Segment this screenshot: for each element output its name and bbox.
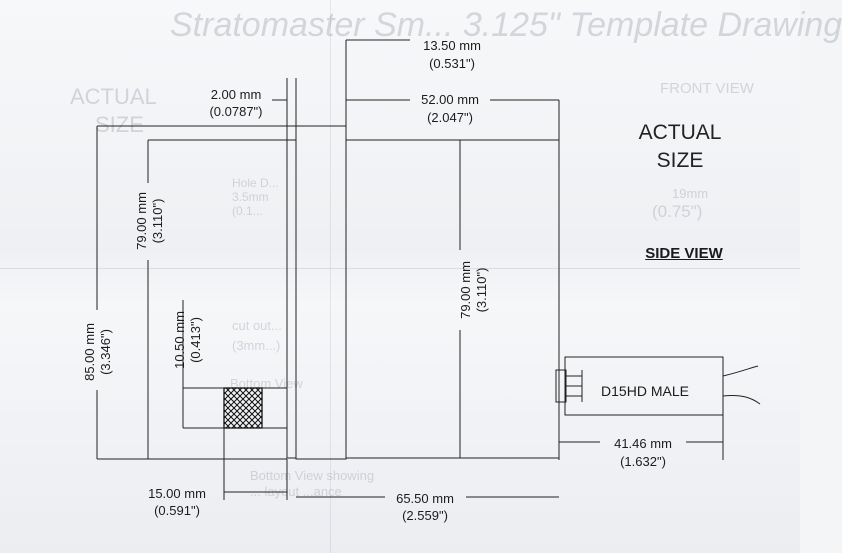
ghost-bottom-2: Bottom View showing [250,468,375,483]
side-view-drawing [96,39,761,500]
ghost-cut-2: (3mm...) [232,338,281,353]
ghost-075in: (0.75") [652,202,703,221]
connector-outline [564,356,724,416]
bezel-outline [295,125,347,460]
dim-65-50-in: (2.559") [402,508,448,523]
ghost-front-view: FRONT VIEW [660,80,754,97]
dim-2-00-in: (0.0787") [209,104,263,119]
dim-79-left-mm: 79.00 mm [134,192,149,250]
dim-13-50-mm: 13.50 mm [423,38,481,53]
front-plate-outline [286,139,297,459]
dim-10-50-in: (0.413") [188,317,203,363]
dim-15-00-mm: 15.00 mm [148,486,206,501]
dim-65-50-mm: 65.50 mm [396,491,454,506]
actual-label: ACTUAL [638,121,722,144]
dim-85-00-label: 85.00 mm (3.346") [82,312,118,392]
ghost-hole-1: Hole D... [232,176,279,190]
ghost-cut-1: cut out... [232,318,282,333]
size-label: SIZE [656,149,704,172]
dim-85-00-mm: 85.00 mm [82,323,97,381]
dim-79-left-label: 79.00 mm (3.110") [134,181,170,261]
ghost-actual: ACTUAL [70,84,157,109]
dim-41-46-in: (1.632") [620,454,666,469]
dim-41-46-mm: 41.46 mm [614,436,672,451]
connector-label: D15HD MALE [601,383,689,399]
mounting-block [223,387,263,429]
dim-85-00-in: (3.346") [98,329,113,375]
dim-52-00-mm: 52.00 mm [421,92,479,107]
dim-10-50-label: 10.50 mm (0.413") [172,300,208,380]
dim-10-50-mm: 10.50 mm [172,311,187,369]
ghost-hole-3: (0.1... [232,204,263,218]
ghost-title: Stratomaster Sm... 3.125" Template Drawi… [170,6,842,44]
dim-79-center-mm: 79.00 mm [458,261,473,319]
dim-2-00-mm: 2.00 mm [210,87,262,102]
dim-15-00-in: (0.591") [154,503,200,518]
ghost-hole-2: 3.5mm [232,190,269,204]
side-view-label: SIDE VIEW [645,245,723,262]
dim-52-00-in: (2.047") [427,110,473,125]
ghost-bottom-3: ... layout ...ance [250,484,342,499]
ghost-19mm: 19mm [672,186,709,201]
ghost-bottom-1: Bottom View [230,376,303,391]
dim-79-center-label: 79.00 mm (3.110") [458,250,494,330]
ghost-size: SIZE [95,112,144,137]
dim-79-center-in: (3.110") [474,267,489,313]
dim-13-50-in: (0.531") [429,56,475,71]
paper-fold [0,268,800,269]
cable [722,365,759,377]
paper-fold [330,0,331,553]
instrument-body-outline [345,139,560,459]
dim-79-left-in: (3.110") [150,198,165,244]
